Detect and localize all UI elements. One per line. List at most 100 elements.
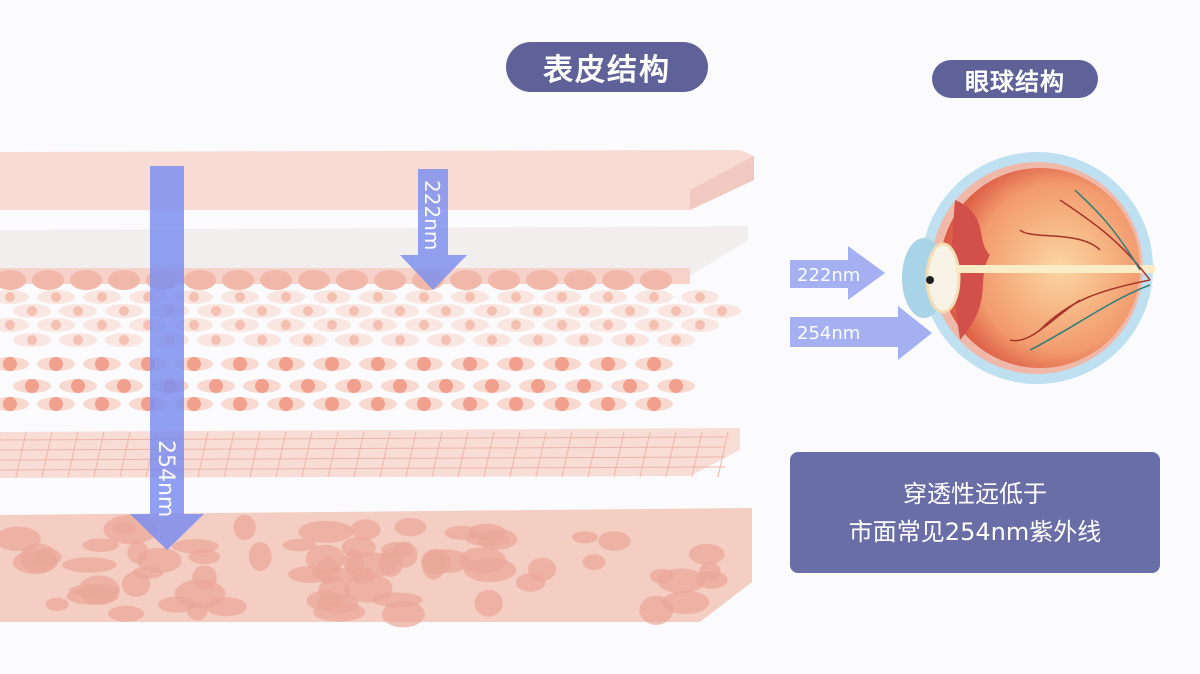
cell-nucleus [71, 379, 85, 393]
cell-nucleus [301, 379, 315, 393]
cell-nucleus [647, 397, 661, 411]
granular-bump [184, 270, 216, 290]
cell-nucleus [27, 335, 37, 345]
cell-nucleus [349, 306, 359, 316]
dermis-blob [341, 536, 376, 559]
cell-nucleus [603, 292, 613, 302]
cell-nucleus [557, 292, 567, 302]
granular-bump [488, 270, 520, 290]
granular-bump [640, 270, 672, 290]
cell-nucleus [281, 320, 291, 330]
skin-layer-granular [0, 226, 748, 290]
dermis-blob [121, 571, 151, 597]
dermis-blob [62, 557, 117, 573]
cell-nucleus [533, 335, 543, 345]
cell-nucleus [255, 379, 269, 393]
cell-nucleus [119, 306, 129, 316]
dermis-blob [421, 549, 446, 580]
granular-bump [336, 270, 368, 290]
cell-nucleus [97, 320, 107, 330]
cell-nucleus [51, 320, 61, 330]
grid-line [0, 436, 726, 441]
arrow-222nm-eye: 222nm [790, 246, 885, 300]
dermis-blob [311, 567, 364, 582]
cell-nucleus [511, 320, 521, 330]
cell-nucleus [695, 320, 705, 330]
note-line-2: 市面常见254nm紫外线 [848, 517, 1102, 546]
label-222nm-skin: 222nm [420, 180, 444, 250]
cell-nucleus [603, 320, 613, 330]
dermis-blob [19, 543, 57, 574]
dermis-blob [598, 531, 631, 551]
cell-nucleus [233, 397, 247, 411]
cell-nucleus [187, 357, 201, 371]
cell-nucleus [625, 306, 635, 316]
cell-nucleus [695, 292, 705, 302]
label-254nm-eye: 254nm [797, 323, 860, 344]
dermis-blob [695, 570, 728, 589]
dermis-blob [459, 547, 507, 574]
cell-nucleus [303, 335, 313, 345]
grid-line [717, 431, 729, 478]
cell-nucleus [395, 306, 405, 316]
grid-line [327, 431, 339, 478]
grid-line [691, 431, 703, 478]
cell-nucleus [209, 379, 223, 393]
cell-nucleus [211, 306, 221, 316]
dermis-blob [639, 595, 674, 625]
dermis-blob [298, 520, 354, 543]
cell-nucleus [669, 379, 683, 393]
cell-nucleus [579, 306, 589, 316]
cell-nucleus [465, 320, 475, 330]
arrow-254nm-skin: 254nm [130, 166, 204, 550]
arrow-254nm-eye: 254nm [790, 306, 932, 360]
cell-nucleus [371, 357, 385, 371]
dermis-blob [313, 602, 366, 622]
cell-nucleus [25, 379, 39, 393]
cell-nucleus [625, 335, 635, 345]
granular-bump [450, 270, 482, 290]
cell-nucleus [3, 357, 17, 371]
cell-nucleus [485, 379, 499, 393]
dermis-blob [233, 514, 256, 541]
grid-line [249, 431, 261, 478]
dermis-blob [78, 575, 120, 605]
cell-nucleus [373, 320, 383, 330]
cell-nucleus [465, 292, 475, 302]
granular-bump [70, 270, 102, 290]
cell-nucleus [95, 357, 109, 371]
grid-line [0, 456, 726, 461]
granular-bump [298, 270, 330, 290]
cell-nucleus [73, 306, 83, 316]
cell-nucleus [3, 397, 17, 411]
grid-line [379, 431, 391, 478]
dermis-blob [688, 543, 725, 565]
cell-nucleus [257, 335, 267, 345]
skin-layer-stratum-corneum [0, 150, 754, 210]
cell-nucleus [487, 306, 497, 316]
skin-structure-title: 表皮结构 [506, 42, 708, 92]
cell-nucleus [347, 379, 361, 393]
cell-nucleus [49, 357, 63, 371]
grid-line [613, 431, 625, 478]
cell-nucleus [325, 357, 339, 371]
dermis-blob [113, 522, 137, 535]
cell-nucleus [557, 320, 567, 330]
dermis-blob [394, 517, 427, 537]
granular-bump [260, 270, 292, 290]
cell-nucleus [417, 357, 431, 371]
cell-nucleus [441, 335, 451, 345]
dermis-blob [582, 554, 606, 570]
cell-nucleus [649, 320, 659, 330]
cell-nucleus [5, 320, 15, 330]
cell-nucleus [487, 335, 497, 345]
cell-nucleus [95, 397, 109, 411]
cell-nucleus [119, 335, 129, 345]
skin-layer-spinous-basal-cells [0, 290, 741, 411]
grid-line [405, 431, 417, 478]
cell-nucleus [393, 379, 407, 393]
cell-nucleus [577, 379, 591, 393]
dermis-blob [662, 590, 710, 615]
cell-nucleus [509, 397, 523, 411]
grid-line [483, 431, 495, 478]
